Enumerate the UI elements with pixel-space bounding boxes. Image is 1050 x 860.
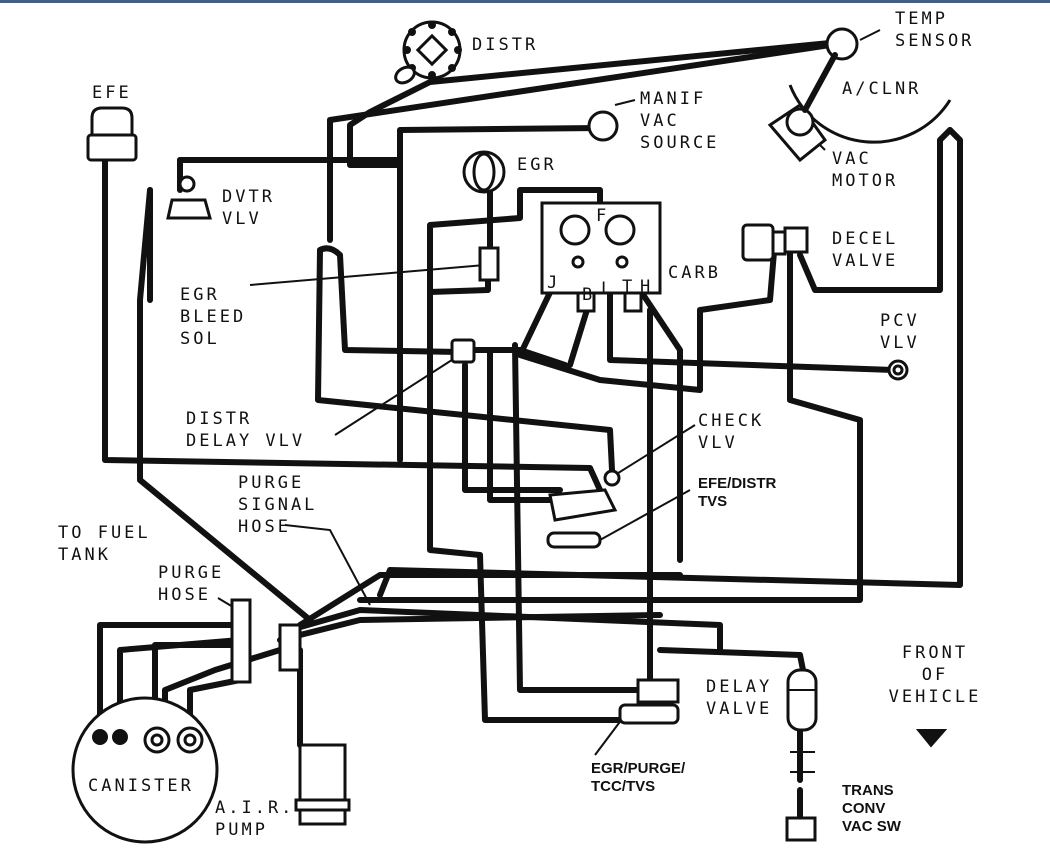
label-distr-delay-vlv: DISTR DELAY VLV — [186, 409, 306, 451]
label-trans-conv-vac-sw: TRANS CONV VAC SW — [842, 782, 901, 835]
label-vac-motor: VAC MOTOR — [832, 149, 899, 191]
label-purge-signal-hose: PURGE SIGNAL HOSE — [238, 473, 318, 537]
check-valve-icon — [603, 469, 621, 487]
label-dvtr-vlv: DVTR VLV — [222, 187, 275, 229]
label-carb-b: B — [582, 285, 596, 305]
label-delay-valve: DELAY VALVE — [706, 677, 773, 719]
decel-valve-icon — [741, 223, 809, 262]
label-to-fuel-tank: TO FUEL TANK — [58, 523, 151, 565]
arrow-down-icon — [915, 729, 948, 748]
pcv-valve-icon — [887, 359, 909, 381]
label-carb-h: H — [640, 277, 654, 297]
egr-bleed-solenoid-icon — [478, 246, 500, 282]
carburetor-icon — [540, 201, 662, 313]
efe-distr-tvs-icon — [546, 488, 618, 549]
label-carb-f: F — [596, 206, 610, 226]
label-egr-purge-tcc-tvs: EGR/PURGE/ TCC/TVS — [591, 760, 686, 795]
label-manif-vac-source: MANIF VAC SOURCE — [640, 89, 720, 153]
label-temp-sensor: TEMP SENSOR — [895, 9, 975, 51]
label-a-clnr: A/CLNR — [842, 79, 922, 99]
manifold-vacuum-source-icon — [587, 110, 619, 142]
egr-purge-tcc-tvs-icon — [618, 678, 680, 725]
label-canister: CANISTER — [88, 776, 194, 796]
label-carb-l: L — [601, 279, 615, 299]
label-egr-bleed-sol: EGR BLEED SOL — [180, 285, 247, 349]
efe-actuator-icon — [86, 106, 138, 162]
label-distr: DISTR — [472, 35, 539, 55]
air-cleaner-icon — [767, 27, 952, 163]
vacuum-hoses — [97, 39, 963, 823]
window-top-bar — [0, 0, 1050, 3]
label-pcv-vlv: PCV VLV — [880, 311, 920, 353]
egr-valve-icon — [462, 150, 506, 194]
label-egr: EGR — [517, 155, 557, 175]
label-carb: CARB — [668, 263, 721, 283]
label-efe: EFE — [92, 83, 132, 103]
label-check-vlv: CHECK VLV — [698, 411, 765, 453]
label-decel-valve: DECEL VALVE — [832, 229, 899, 271]
label-carb-t: T — [622, 277, 636, 297]
label-front-of-vehicle: FRONT OF VEHICLE — [888, 643, 982, 707]
label-air-pump: A.I.R. PUMP — [215, 798, 295, 840]
distributor-icon — [394, 20, 462, 85]
distributor-delay-valve-icon — [450, 338, 476, 364]
dvtr-valve-icon — [166, 175, 212, 220]
label-purge-hose: PURGE HOSE — [158, 563, 225, 605]
label-efe-distr-tvs: EFE/DISTR TVS — [698, 475, 777, 510]
leader-lines — [217, 29, 881, 773]
delay-valve-icon — [786, 668, 818, 732]
purge-valve-icon — [230, 598, 302, 684]
canister-icon — [71, 696, 219, 844]
label-carb-j: J — [547, 273, 561, 293]
air-pump-icon — [294, 743, 351, 826]
trans-conv-vac-switch-icon — [785, 816, 817, 842]
